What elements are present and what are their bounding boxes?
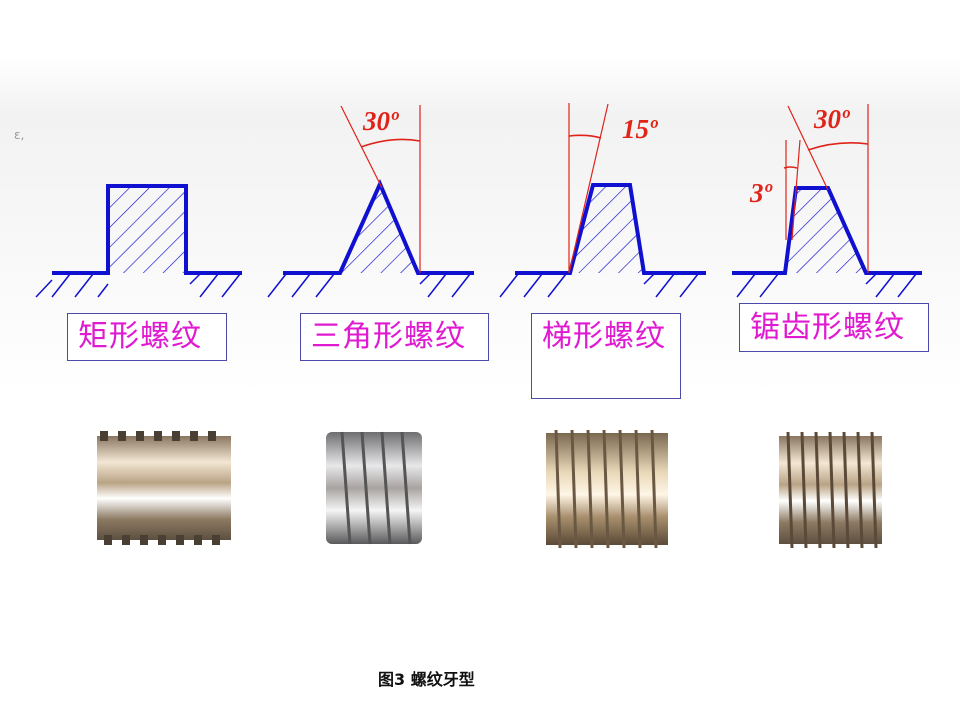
trapezoidal-thread-image [546, 429, 668, 549]
triangular-angle-label: 30º [363, 106, 399, 136]
label-rectangular-thread: 矩形螺纹 [67, 313, 227, 361]
figure-caption: 图3 螺纹牙型 [378, 670, 475, 689]
rectangular-thread-image [97, 431, 231, 545]
label-buttress-thread: 锯齿形螺纹 [739, 303, 929, 352]
buttress-profile [732, 104, 922, 298]
buttress-angle-label-3: 3º [750, 178, 772, 208]
label-triangular-thread: 三角形螺纹 [300, 313, 489, 361]
triangular-profile [267, 105, 474, 298]
triangular-thread-image [326, 431, 422, 545]
rectangular-profile [35, 184, 242, 298]
buttress-angle-label-30: 30º [814, 104, 850, 134]
trapezoidal-profile [499, 103, 706, 298]
buttress-thread-image [779, 431, 882, 549]
trapezoidal-angle-label: 15º [622, 114, 658, 144]
decorative-mark: ε, [14, 128, 25, 142]
label-trapezoidal-thread: 梯形螺纹 [531, 313, 681, 399]
